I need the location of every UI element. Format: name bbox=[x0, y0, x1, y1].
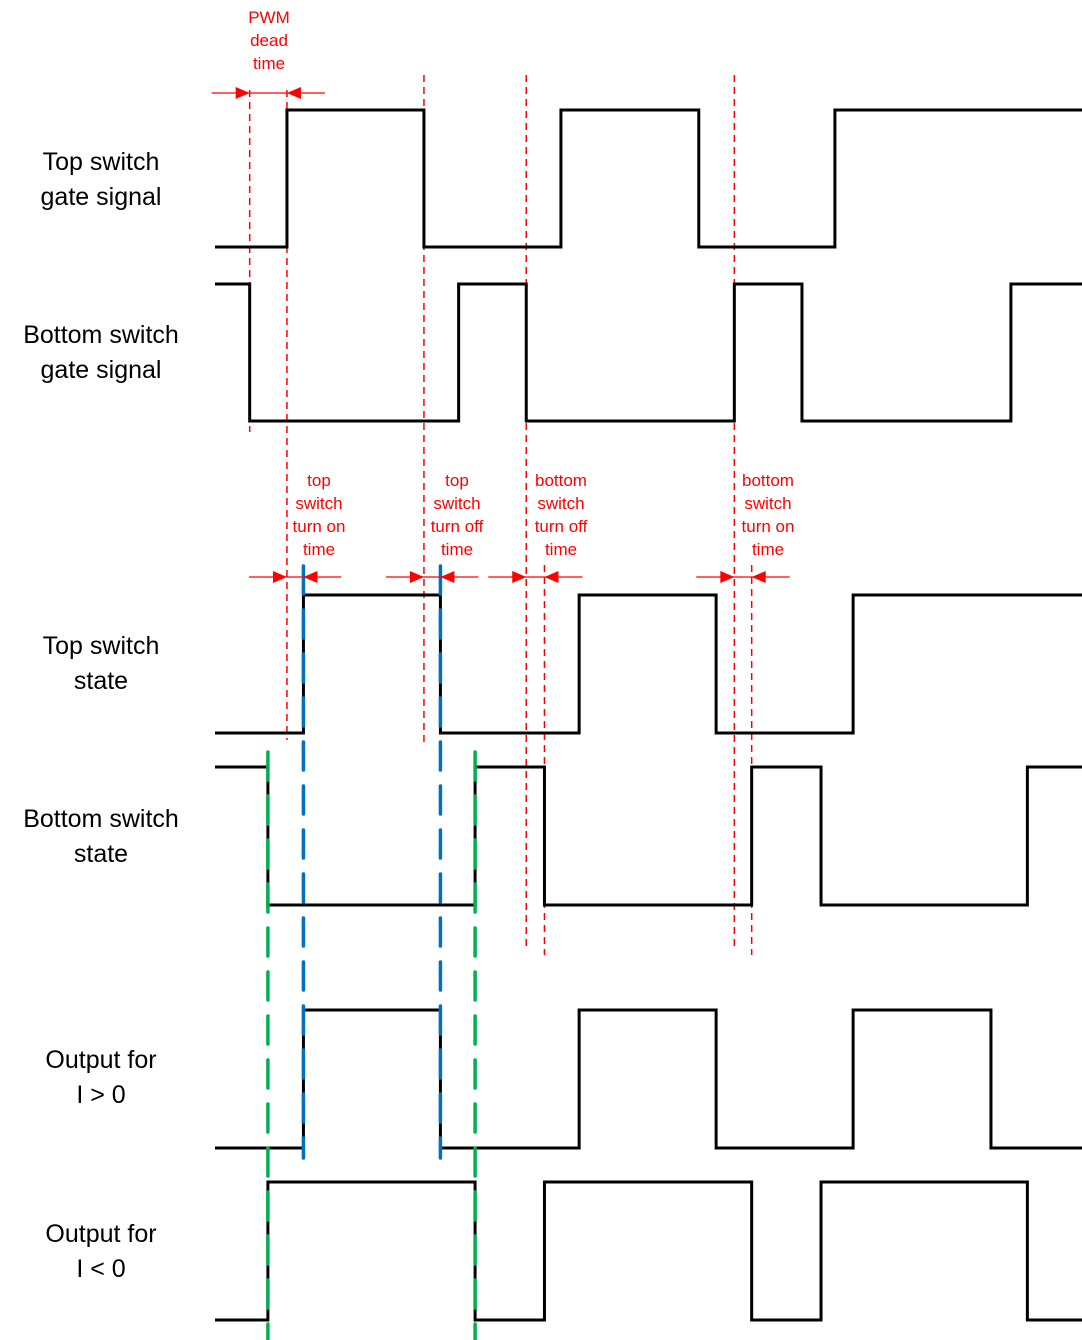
row-label-line: gate signal bbox=[40, 356, 162, 384]
annotation-line: time bbox=[544, 540, 578, 559]
arrowhead bbox=[272, 571, 287, 583]
row-label-top-gate: Top switch gate signal bbox=[0, 145, 202, 215]
row-label-line: I > 0 bbox=[76, 1081, 126, 1109]
waveforms bbox=[215, 108, 1082, 1322]
row-label-line: Bottom switch bbox=[23, 805, 179, 833]
arrowhead bbox=[303, 571, 318, 583]
annotation-line: turn on bbox=[741, 517, 795, 536]
row-label-line: Top switch bbox=[42, 148, 160, 176]
annotation-line: time bbox=[302, 540, 336, 559]
row-label-line: Top switch bbox=[42, 632, 160, 660]
annotation-line: top bbox=[307, 471, 331, 490]
arrowhead bbox=[720, 571, 735, 583]
annotation-line: switch bbox=[537, 494, 585, 513]
annotation-bottom-turn-on: bottom switch turn on time bbox=[733, 469, 803, 561]
annotation-line: bottom bbox=[535, 471, 587, 490]
arrowhead bbox=[751, 571, 766, 583]
annotation-line: switch bbox=[433, 494, 481, 513]
edge-markers bbox=[266, 564, 477, 1340]
row-label-line: state bbox=[73, 840, 129, 868]
waveform-output-pos bbox=[215, 1008, 1082, 1150]
row-label-line: Output for bbox=[45, 1220, 157, 1248]
arrowhead bbox=[512, 571, 527, 583]
row-label-output-pos: Output for I > 0 bbox=[0, 1043, 202, 1113]
annotation-line: switch bbox=[744, 494, 792, 513]
annotation-line: top bbox=[445, 471, 469, 490]
annotation-line: dead bbox=[250, 31, 288, 50]
annotation-top-turn-on: top switch turn on time bbox=[284, 469, 354, 561]
row-label-bottom-gate: Bottom switch gate signal bbox=[0, 318, 202, 388]
annotation-line: time bbox=[440, 540, 474, 559]
arrowhead bbox=[440, 571, 455, 583]
arrowhead bbox=[286, 87, 301, 99]
annotation-line: time bbox=[252, 54, 286, 73]
row-label-line: Bottom switch bbox=[23, 321, 179, 349]
annotation-pwm-dead-time: PWM dead time bbox=[232, 6, 306, 75]
row-label-line: I < 0 bbox=[76, 1255, 126, 1283]
waveform-top-state bbox=[215, 593, 1082, 735]
annotation-line: turn off bbox=[534, 517, 588, 536]
annotation-line: switch bbox=[295, 494, 343, 513]
waveform-bottom-state bbox=[215, 765, 1082, 907]
arrowhead bbox=[409, 571, 424, 583]
row-label-bottom-state: Bottom switch state bbox=[0, 802, 202, 872]
row-label-line: state bbox=[73, 667, 129, 695]
annotation-top-turn-off: top switch turn off time bbox=[422, 469, 492, 561]
annotation-line: PWM bbox=[248, 8, 290, 27]
interval-arrows bbox=[211, 87, 790, 583]
waveform-output-neg bbox=[215, 1180, 1082, 1322]
annotation-line: time bbox=[751, 540, 785, 559]
row-label-line: Output for bbox=[45, 1046, 157, 1074]
row-label-top-state: Top switch state bbox=[0, 629, 202, 699]
row-label-output-neg: Output for I < 0 bbox=[0, 1217, 202, 1287]
arrowhead bbox=[544, 571, 559, 583]
arrowhead bbox=[235, 87, 250, 99]
row-label-line: gate signal bbox=[40, 183, 162, 211]
annotation-bottom-turn-off: bottom switch turn off time bbox=[526, 469, 596, 561]
annotation-line: turn on bbox=[292, 517, 346, 536]
waveform-top-gate bbox=[215, 108, 1082, 249]
annotation-line: turn off bbox=[430, 517, 484, 536]
waveform-bottom-gate bbox=[215, 282, 1082, 423]
annotation-line: bottom bbox=[742, 471, 794, 490]
